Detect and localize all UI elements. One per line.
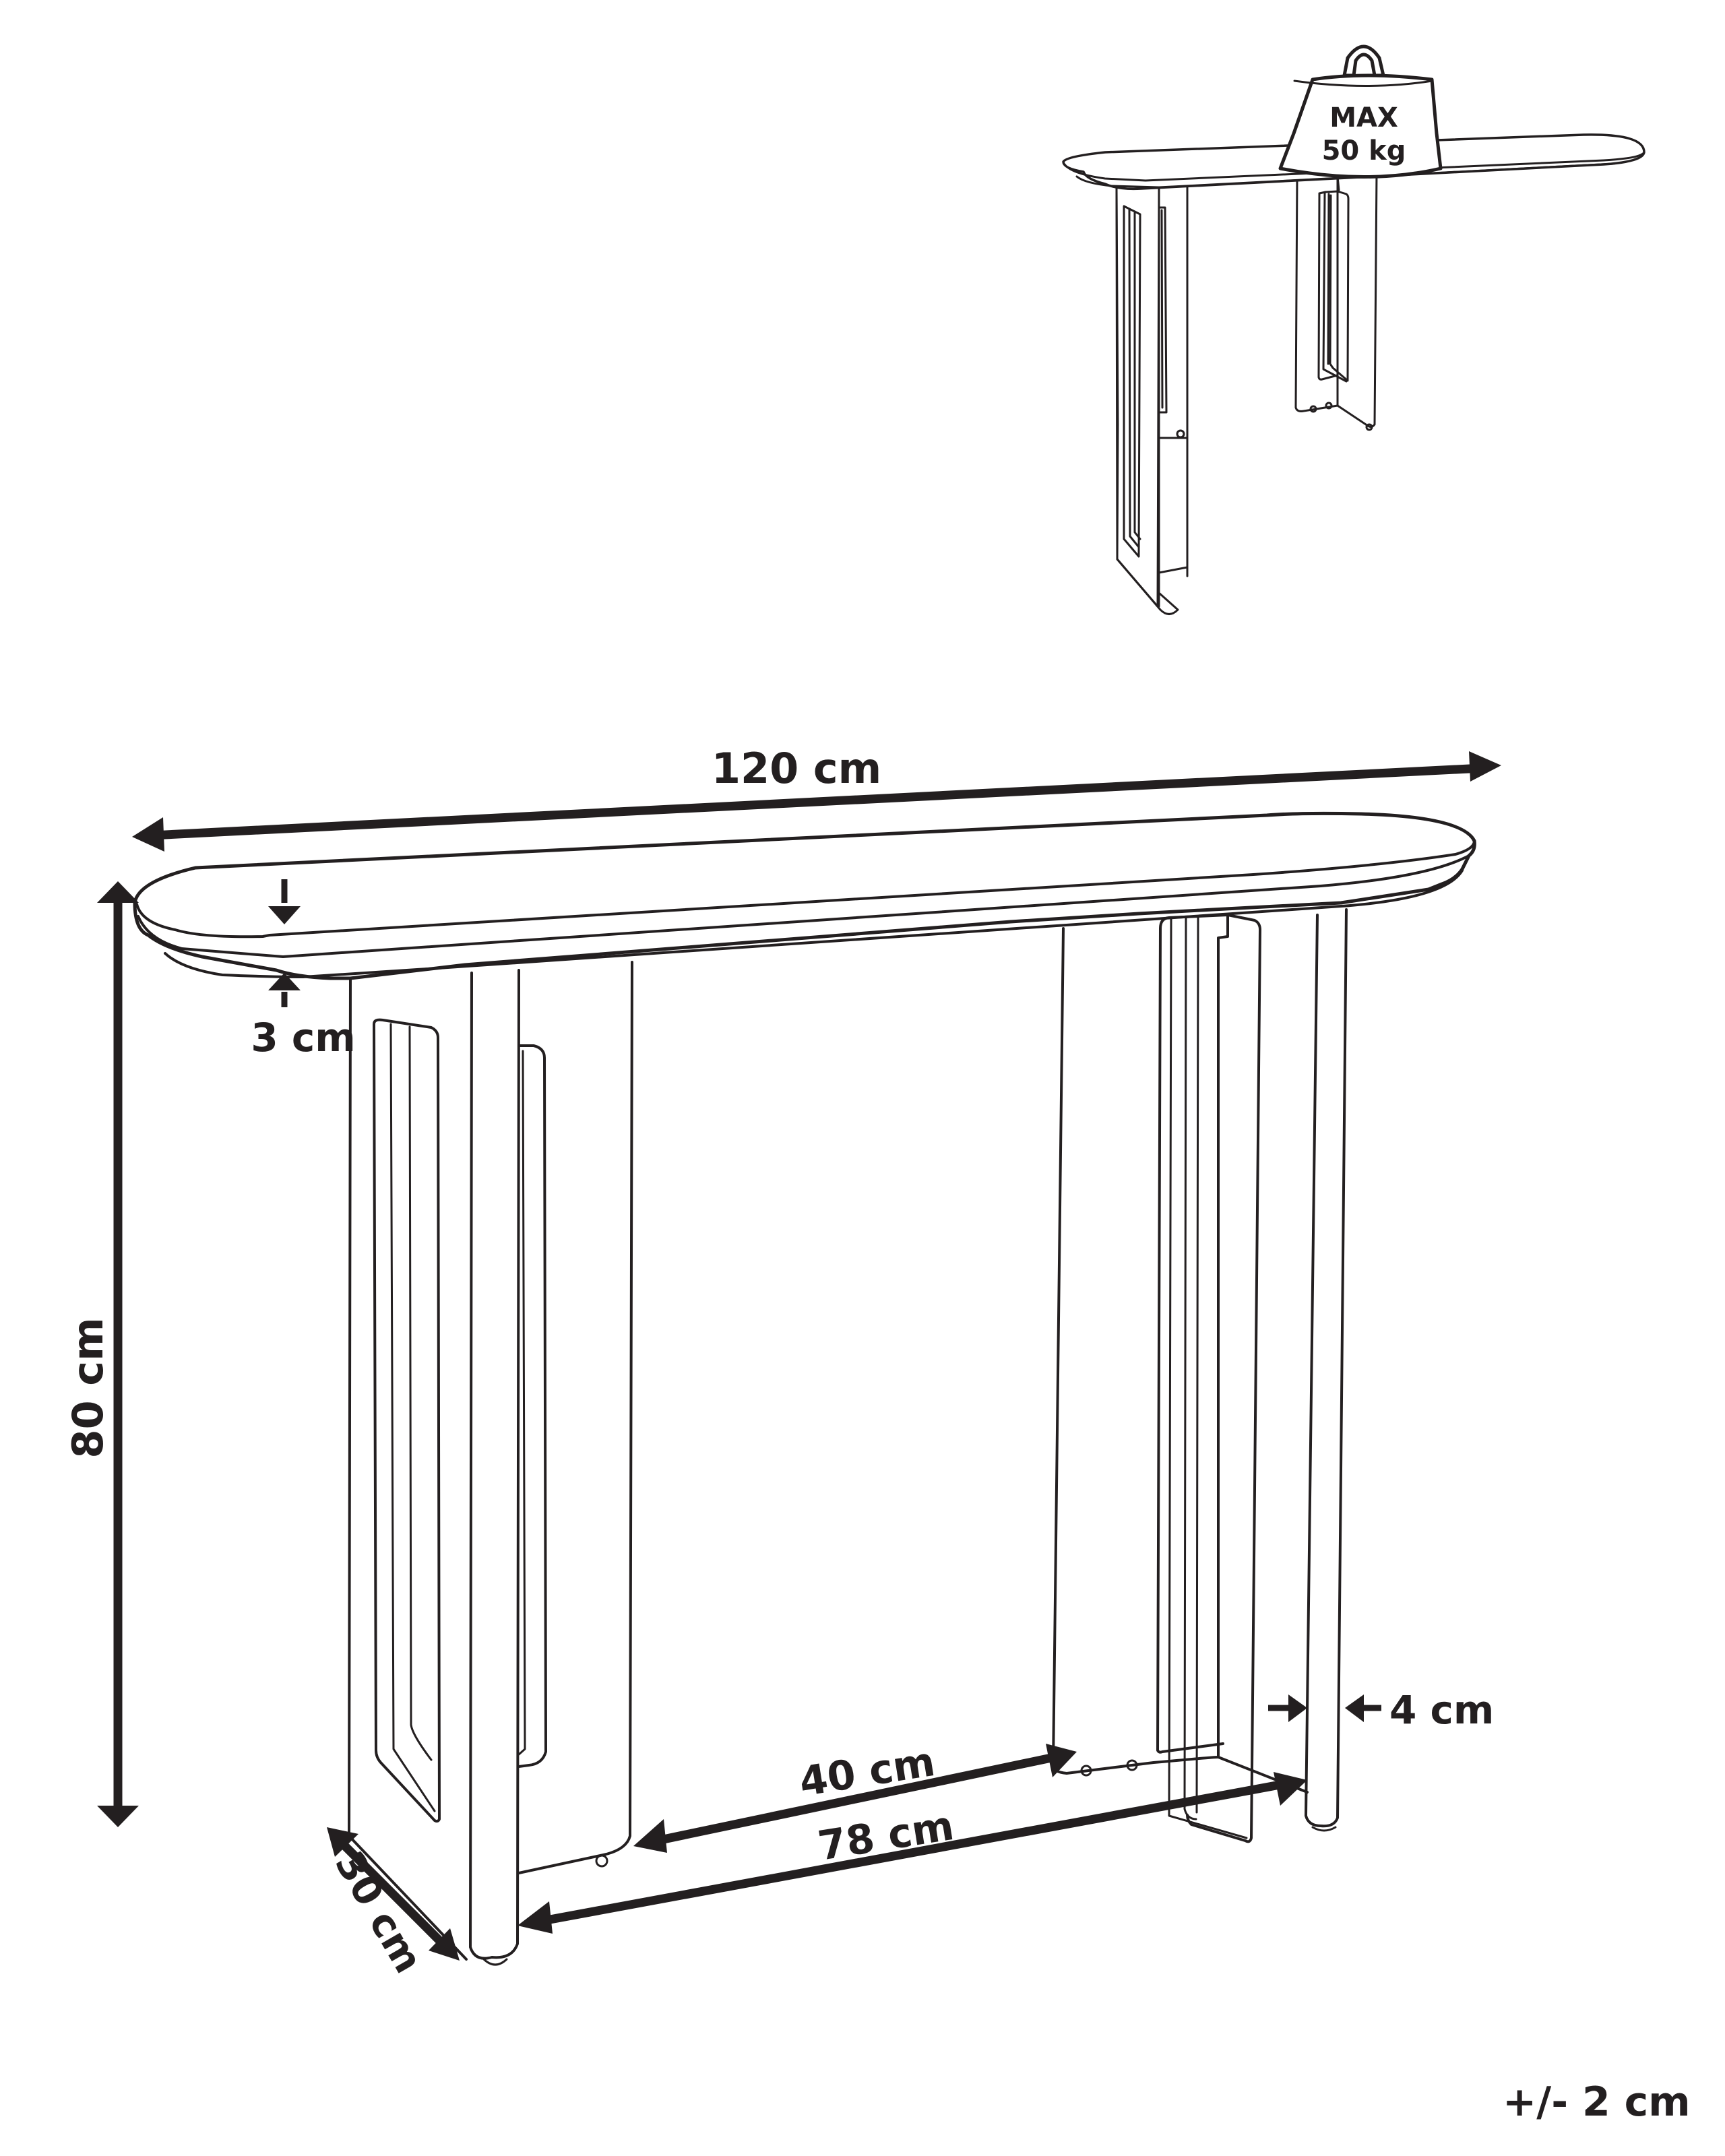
weight-label-max: MAX xyxy=(1329,102,1398,133)
leg-gap-label: 40 cm xyxy=(796,1738,938,1806)
leg-thickness-label: 4 cm xyxy=(1389,1687,1494,1733)
weight-label-value: 50 kg xyxy=(1322,135,1406,166)
leg-span-label: 78 cm xyxy=(815,1802,957,1870)
dimension-top-thickness: 3 cm xyxy=(251,879,356,1060)
main-tabletop xyxy=(133,811,1476,980)
small-table-left-leg xyxy=(1115,186,1189,615)
main-table-drawing: 120 cm 80 cm 3 cm 30 cm xyxy=(63,744,1501,1981)
dimension-leg-span: 78 cm xyxy=(518,1772,1307,1934)
weight-icon: MAX 50 kg xyxy=(1278,44,1443,179)
main-right-leg xyxy=(1051,908,1348,1843)
dimension-height: 80 cm xyxy=(63,881,139,1827)
tolerance-note: +/- 2 cm xyxy=(1503,2079,1691,2126)
dimension-width: 120 cm xyxy=(132,744,1501,852)
width-label: 120 cm xyxy=(712,744,881,793)
load-capacity-illustration: MAX 50 kg xyxy=(1062,44,1645,615)
dimension-depth: 30 cm xyxy=(326,1827,460,1981)
main-left-leg xyxy=(348,961,633,1966)
height-label: 80 cm xyxy=(63,1317,113,1458)
small-table-right-leg xyxy=(1294,170,1378,431)
dimension-leg-thickness: 4 cm xyxy=(1268,1687,1494,1733)
top-thickness-label: 3 cm xyxy=(251,1015,355,1060)
